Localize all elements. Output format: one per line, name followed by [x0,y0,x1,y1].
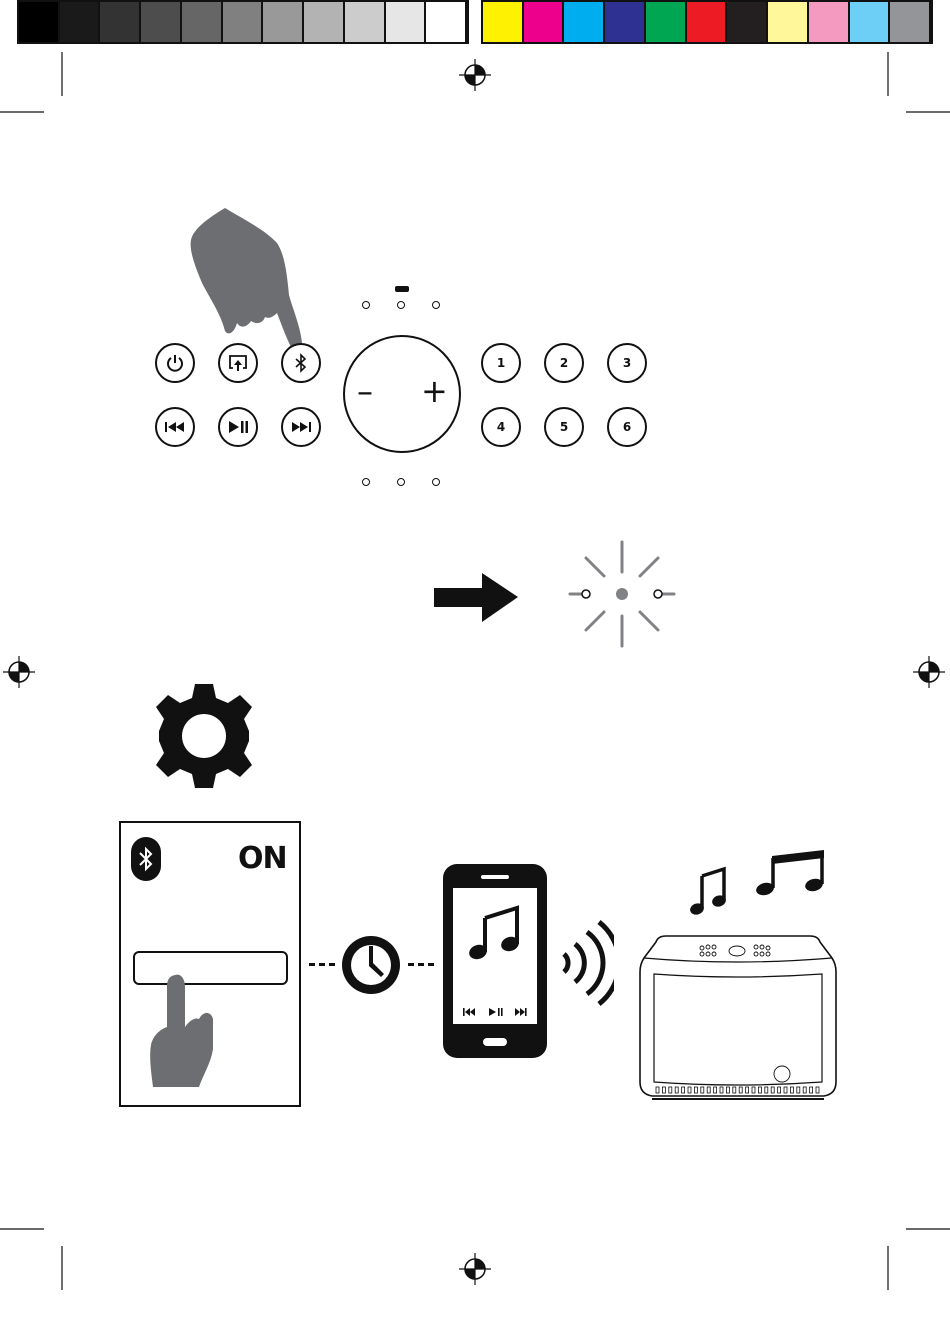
indicator-led [362,301,370,309]
bluetooth-settings-panel: ON [119,821,301,1107]
playback-controls-icon [459,1006,531,1018]
preset-label: 4 [497,420,505,434]
bluetooth-button[interactable] [281,343,321,383]
connector-line [309,963,335,966]
power-button[interactable] [155,343,195,383]
next-track-icon [290,420,312,434]
registration-mark-bottom [459,1253,491,1285]
bluetooth-badge [131,837,161,881]
preset-label: 2 [560,356,568,370]
smartphone [443,864,547,1058]
registration-mark-top [459,59,491,91]
pointing-hand-icon [147,971,217,1087]
phone-home-button[interactable] [483,1038,507,1046]
bluetooth-status-text: ON [238,841,287,876]
status-indicator-bar [395,286,409,292]
preset-button-1[interactable]: 1 [481,343,521,383]
indicator-led [362,478,370,486]
preset-button-3[interactable]: 3 [607,343,647,383]
music-note-icon [752,848,828,898]
bluetooth-icon [138,846,154,872]
volume-down-button[interactable]: – [357,373,373,409]
preset-label: 5 [560,420,568,434]
settings-gear-icon [150,682,258,790]
indicator-led [432,478,440,486]
volume-dial[interactable]: – + [343,335,461,453]
preset-label: 6 [623,420,631,434]
play-pause-icon [227,420,249,434]
preset-button-6[interactable]: 6 [607,407,647,447]
preset-button-4[interactable]: 4 [481,407,521,447]
wireless-signal-icon [558,918,614,1008]
previous-track-button[interactable] [155,407,195,447]
indicator-led [397,301,405,309]
bluetooth-icon [293,353,309,373]
preset-label: 1 [497,356,505,370]
airplay-button[interactable] [218,343,258,383]
control-panel: – + 1 2 3 4 5 6 [150,280,660,490]
indicator-led [397,478,405,486]
phone-screen [453,888,537,1024]
connector-line [408,963,434,966]
preset-button-2[interactable]: 2 [544,343,584,383]
previous-track-icon [164,420,186,434]
power-icon [165,353,185,373]
arrow-right-icon [432,570,522,625]
phone-speaker-slot [481,875,509,879]
registration-mark-left [3,656,35,688]
flashing-led-icon [566,538,678,650]
registration-mark-right [913,656,945,688]
preset-label: 3 [623,356,631,370]
clock-icon [338,932,404,998]
music-note-icon [690,866,730,918]
airplay-icon [227,352,249,374]
volume-up-button[interactable]: + [421,373,448,409]
music-note-icon [467,904,523,960]
wireless-speaker [636,932,840,1112]
indicator-led [432,301,440,309]
play-pause-button[interactable] [218,407,258,447]
next-track-button[interactable] [281,407,321,447]
preset-button-5[interactable]: 5 [544,407,584,447]
